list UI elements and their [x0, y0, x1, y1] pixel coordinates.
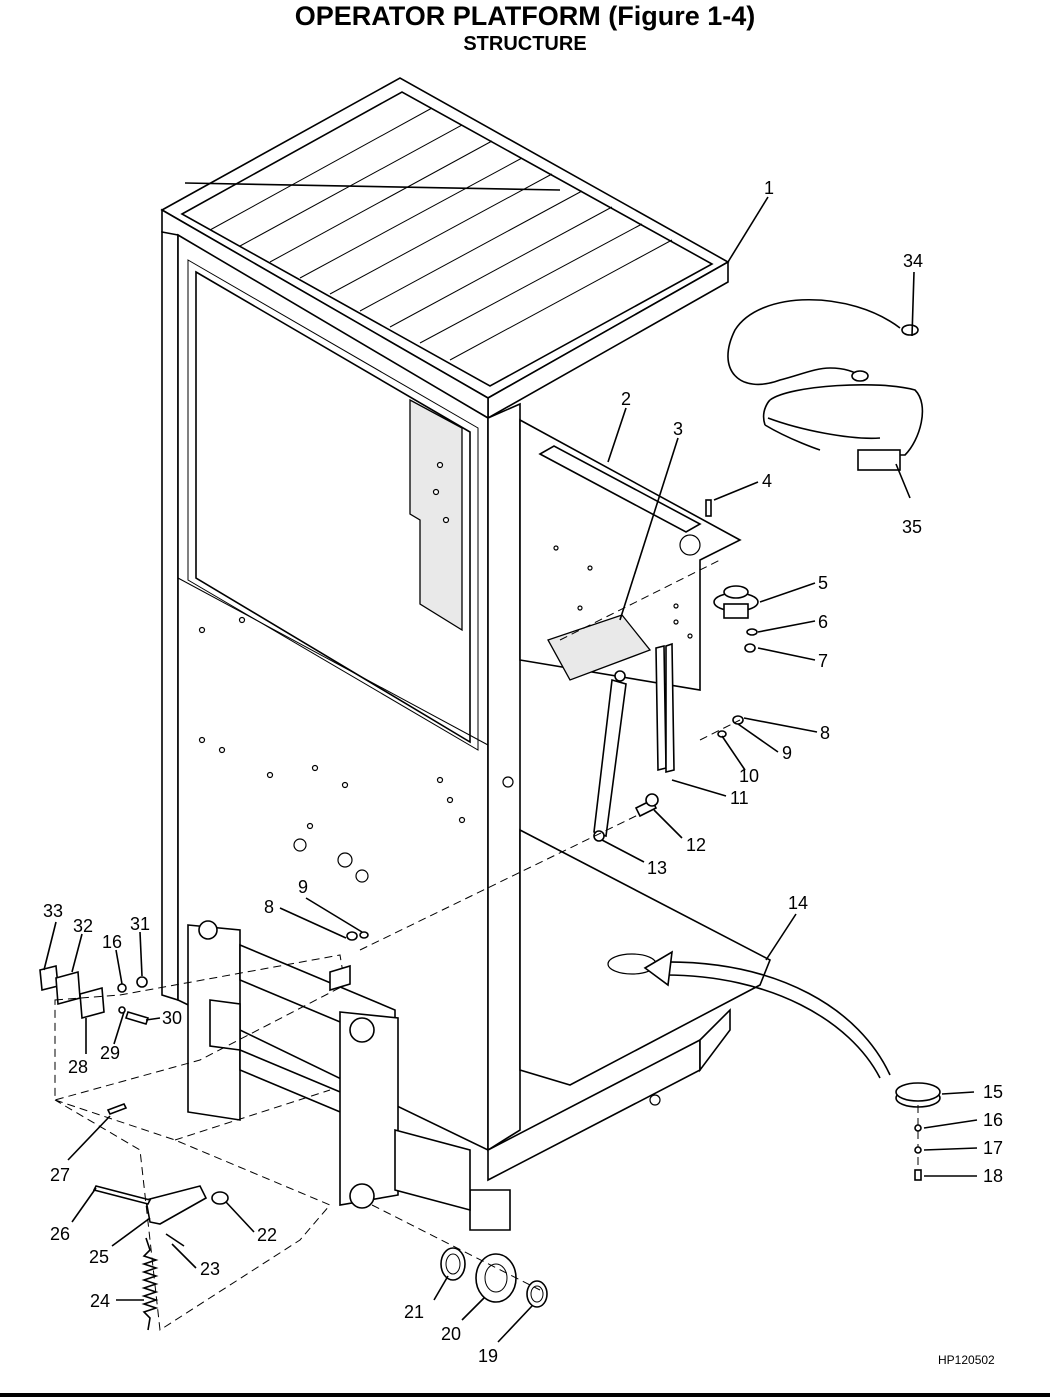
shoulder-bolt — [634, 793, 659, 818]
callout-7: 7 — [818, 651, 828, 671]
callout-17: 17 — [983, 1138, 1003, 1158]
callout-29: 29 — [100, 1043, 120, 1063]
callout-12: 12 — [686, 835, 706, 855]
callout-8: 8 — [820, 723, 830, 743]
callout-18: 18 — [983, 1166, 1003, 1186]
callout-6: 6 — [818, 612, 828, 632]
spring-linkage — [54, 1099, 331, 1331]
safety-belt — [762, 384, 924, 471]
callout-9-front: 9 — [298, 877, 308, 897]
access-cover — [895, 1082, 941, 1181]
safety-lanyard — [727, 299, 919, 386]
callout-26: 26 — [50, 1224, 70, 1244]
callout-15: 15 — [983, 1082, 1003, 1102]
callout-11: 11 — [730, 788, 749, 808]
callout-35: 35 — [902, 517, 922, 537]
callout-1: 1 — [764, 178, 774, 198]
callout-16-left: 16 — [102, 932, 122, 952]
callout-22: 22 — [257, 1225, 277, 1245]
callout-21: 21 — [404, 1302, 424, 1322]
callout-3: 3 — [673, 419, 683, 439]
callout-13: 13 — [647, 858, 667, 878]
callout-4: 4 — [762, 471, 772, 491]
callout-8-front: 8 — [264, 897, 274, 917]
small-hardware — [346, 499, 758, 941]
bottom-rule — [0, 1393, 1050, 1397]
callout-23: 23 — [200, 1259, 220, 1279]
callout-20: 20 — [441, 1324, 461, 1344]
installation-arrow — [643, 950, 891, 1079]
callout-27: 27 — [50, 1165, 70, 1185]
platform-frame — [161, 231, 661, 1152]
callout-labels: 1 2 3 4 5 6 7 8 9 10 11 12 13 14 15 16 1… — [43, 178, 1003, 1366]
callout-34: 34 — [903, 251, 923, 271]
callout-2: 2 — [621, 389, 631, 409]
callout-33: 33 — [43, 901, 63, 921]
leader-lines — [43, 196, 978, 1343]
callout-14: 14 — [788, 893, 808, 913]
callout-31: 31 — [130, 914, 150, 934]
document-id: HP120502 — [938, 1353, 995, 1367]
figure-subtitle: STRUCTURE — [463, 33, 587, 55]
assembly-guides — [174, 559, 741, 1141]
rear-panel — [519, 418, 742, 691]
callout-16: 16 — [983, 1110, 1003, 1130]
callout-5: 5 — [818, 573, 828, 593]
figure-title: OPERATOR PLATFORM (Figure 1-4) — [294, 1, 756, 31]
wheel-assembly — [371, 1204, 548, 1308]
floor-board — [469, 828, 772, 1231]
mast-mount-frame — [187, 920, 471, 1212]
callout-25: 25 — [89, 1247, 109, 1267]
callout-10: 10 — [739, 766, 759, 786]
callout-30: 30 — [162, 1008, 182, 1028]
gas-spring — [593, 670, 627, 842]
callout-9: 9 — [782, 743, 792, 763]
rail — [655, 642, 675, 774]
callout-24: 24 — [90, 1291, 110, 1311]
switch — [713, 585, 759, 619]
callout-32: 32 — [73, 916, 93, 936]
callout-19: 19 — [478, 1346, 498, 1366]
callout-28: 28 — [68, 1057, 88, 1077]
